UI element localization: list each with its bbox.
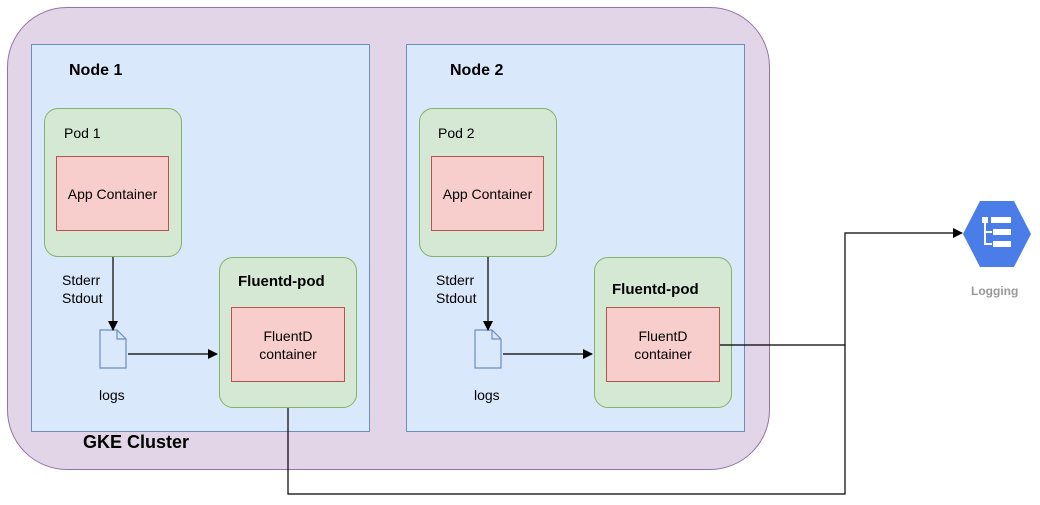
pod-2-label: Pod 2 (438, 125, 475, 141)
app-container-2: App Container (431, 156, 544, 231)
logs-label-1: logs (99, 387, 125, 403)
fluentd-2-to-logging-line (720, 228, 963, 346)
streams-label-2: Stderr Stdout (436, 272, 477, 306)
pod-1-label: Pod 1 (64, 125, 101, 141)
logging-label: Logging (971, 284, 1019, 298)
fluentd-pod-2-label: Fluentd-pod (612, 281, 699, 298)
node-2-title: Node 2 (450, 62, 504, 79)
fluentd-1-to-logging-line (287, 345, 846, 495)
cluster-label: GKE Cluster (83, 432, 190, 452)
fluentd-pod-1-label: Fluentd-pod (238, 273, 325, 290)
logs-label-2: logs (474, 387, 500, 403)
node-1-title: Node 1 (69, 62, 123, 79)
app-container-1: App Container (56, 156, 169, 231)
logging-icon (962, 199, 1032, 269)
fluentd-container-2: FluentD container (606, 307, 720, 382)
fluentd-container-1: FluentD container (231, 307, 345, 382)
streams-label-1: Stderr Stdout (62, 272, 103, 306)
